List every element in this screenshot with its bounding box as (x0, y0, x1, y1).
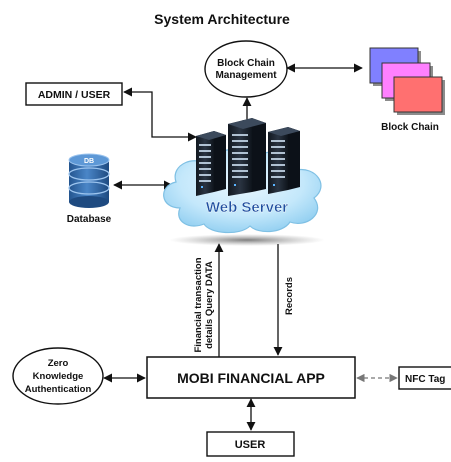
blockchain-management-label-2: Management (215, 70, 277, 81)
blockchain-label: Block Chain (381, 122, 439, 133)
cloud-shadow (169, 234, 325, 246)
zk-label-2: Knowledge (33, 371, 84, 382)
server-rack-icon (196, 118, 300, 196)
zk-label-3: Authentication (25, 384, 92, 395)
blockchain-icon (369, 47, 445, 115)
nfc-tag-label: NFC Tag (405, 374, 445, 385)
web-server-label: Web Server (206, 199, 288, 216)
mobi-financial-app-node: MOBI FINANCIAL APP (146, 356, 356, 399)
diagram-title: System Architecture (154, 11, 290, 27)
financial-transaction-label-2: details Query DATA (204, 261, 215, 349)
records-label: Records (284, 277, 295, 315)
database-label: Database (67, 214, 112, 225)
mobi-financial-app-label: MOBI FINANCIAL APP (177, 370, 325, 386)
blockchain-management-label-1: Block Chain (217, 58, 275, 69)
edge-admin-server (123, 87, 197, 142)
user-node: USER (206, 431, 295, 457)
financial-transaction-label-1: Financial transaction (193, 257, 204, 352)
user-label: USER (235, 439, 266, 451)
database-icon-text: DB (84, 158, 94, 165)
zk-label-1: Zero (48, 358, 69, 369)
zero-knowledge-node: Zero Knowledge Authentication (12, 347, 104, 405)
web-server-node: Web Server (163, 118, 325, 246)
nfc-tag-node: NFC Tag (398, 366, 451, 390)
database-icon: DB (68, 153, 110, 208)
admin-user-node: ADMIN / USER (25, 82, 123, 106)
blockchain-management-node: Block Chain Management (204, 40, 288, 98)
admin-user-label: ADMIN / USER (38, 89, 111, 101)
